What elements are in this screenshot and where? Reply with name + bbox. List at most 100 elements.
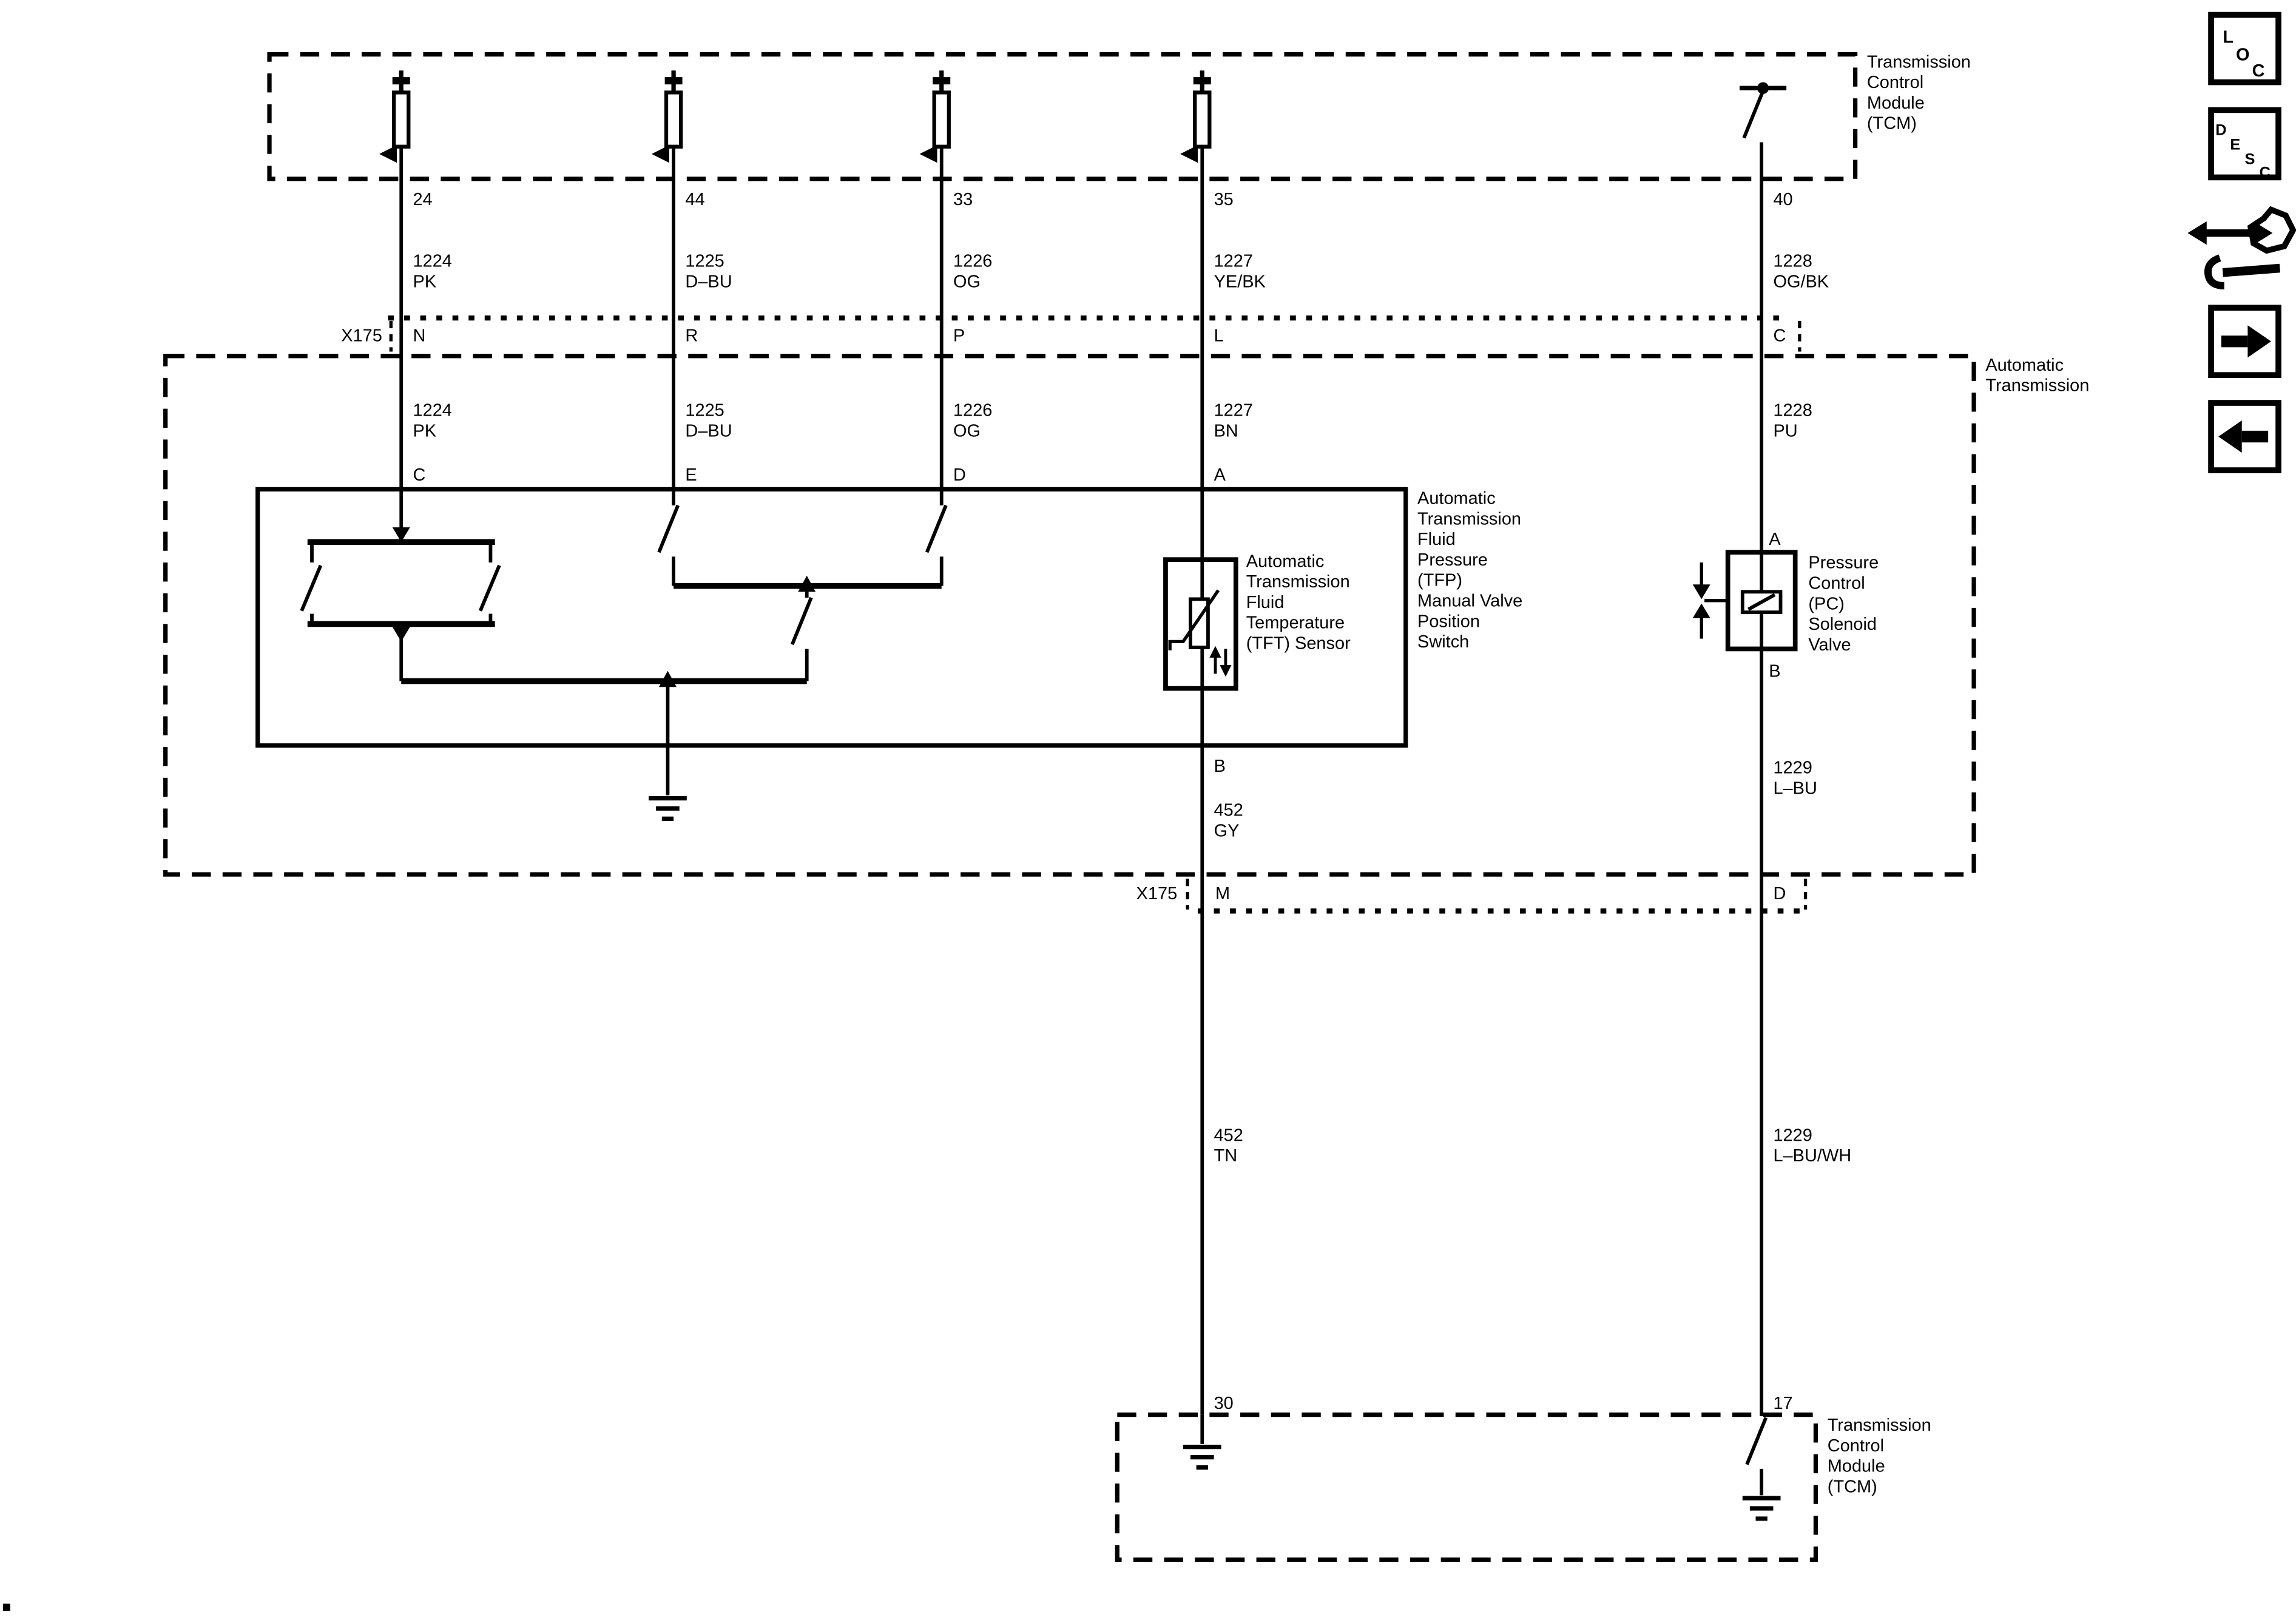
junction-arrow-icon	[798, 575, 816, 592]
page-mark	[2, 1603, 10, 1611]
up-arrow-icon	[1209, 646, 1221, 658]
tft-label-line: Temperature	[1246, 613, 1345, 633]
loc-letter: O	[2236, 45, 2250, 64]
terminal-label: P	[953, 326, 965, 346]
previous-page-button[interactable]	[2208, 400, 2281, 473]
terminal-label: B	[1769, 661, 1780, 681]
terminal-label: L	[1214, 326, 1224, 346]
wire-circuit: 1225	[685, 401, 724, 420]
pc-label-line: Control	[1808, 574, 1865, 593]
tcm-bottom-label-line: (TCM)	[1828, 1477, 1877, 1496]
pin-label: 33	[953, 190, 973, 209]
tcm-top-label-line: Control	[1867, 73, 1923, 92]
wire-color: L–BU	[1773, 778, 1817, 798]
tcm-bottom-label-line: Transmission	[1828, 1416, 1931, 1435]
wire-circuit: 1224	[413, 401, 452, 420]
tfp-switch-contacts	[300, 504, 948, 795]
right-arrow-icon	[2247, 325, 2271, 358]
tfp-label-line: Automatic	[1417, 489, 1496, 508]
terminal-label: M	[1215, 884, 1230, 903]
pc-label-line: Valve	[1808, 635, 1851, 655]
wire-circuit: 452	[1214, 1126, 1243, 1145]
wire-circuit: 1228	[1773, 252, 1812, 271]
desc-letter: E	[2230, 137, 2240, 154]
wire-color: D–BU	[685, 422, 732, 441]
pin-label: 24	[413, 190, 433, 209]
down-arrow-icon	[1220, 665, 1232, 677]
tft-sensor: Automatic Transmission Fluid Temperature…	[1163, 552, 1351, 691]
tcm-bottom-label-line: Control	[1828, 1436, 1884, 1456]
tcm-driver-symbol	[651, 70, 683, 163]
wire-circuit: 452	[1214, 801, 1243, 820]
tcm-bottom-box: Transmission Control Module (TCM)	[1115, 1412, 1931, 1562]
pin-label: 44	[685, 190, 704, 209]
loc-button[interactable]: L O C	[2208, 12, 2281, 86]
ground-symbol	[1742, 1496, 1781, 1521]
wire-color: PK	[413, 272, 437, 291]
terminal-label: R	[685, 326, 698, 346]
wire-color: OG/BK	[1773, 272, 1829, 291]
wire-circuit: 1227	[1214, 252, 1253, 271]
tfp-label-line: (TFP)	[1417, 571, 1462, 590]
wire-circuit: 1226	[953, 401, 992, 420]
junction-arrow-icon	[658, 670, 677, 687]
tcm-top-label-line: (TCM)	[1867, 114, 1917, 133]
terminal-label: C	[413, 465, 426, 485]
valve-arrow-icon	[1692, 584, 1710, 599]
junction-arrow-icon	[392, 527, 410, 542]
ground-symbol	[649, 795, 687, 822]
transmission-box: Automatic Transmission	[163, 354, 2089, 877]
connector-x175-lower: X175 M D	[1136, 879, 1808, 914]
pin-label: 40	[1773, 190, 1792, 209]
wire-circuit: 1227	[1214, 401, 1253, 420]
terminal-label: E	[685, 465, 697, 485]
tcm-driver-symbol	[379, 70, 411, 163]
desc-letter: S	[2245, 151, 2255, 168]
wire-circuit: 1229	[1773, 758, 1812, 778]
left-arrow-icon	[2218, 420, 2242, 453]
wire-color: TN	[1214, 1146, 1238, 1166]
wire-circuit: 1228	[1773, 401, 1812, 420]
desc-button[interactable]: D E S C	[2208, 107, 2281, 181]
tcm-internal-switch	[1739, 82, 1787, 139]
tcm-top-label-line: Module	[1867, 93, 1925, 113]
driver-arrow-icon	[379, 145, 397, 163]
wire-color: YE/BK	[1214, 272, 1266, 291]
terminal-label: A	[1769, 530, 1781, 549]
tfp-label-line: Position	[1417, 612, 1480, 631]
wire-color: GY	[1214, 821, 1240, 840]
pin-label: 30	[1214, 1394, 1234, 1413]
connector-name: X175	[1136, 884, 1178, 903]
wire-color: PU	[1773, 422, 1797, 441]
loc-letter: C	[2252, 61, 2265, 81]
driver-arrow-icon	[651, 145, 669, 163]
wire-color: OG	[953, 422, 981, 441]
connector-name: X175	[341, 326, 382, 346]
tft-label-line: Transmission	[1246, 572, 1350, 592]
tfp-label-line: Transmission	[1417, 509, 1521, 528]
valve-arrow-icon	[1692, 603, 1710, 618]
pc-solenoid-valve: A Pressure Control (PC) Solenoid Valve B	[1692, 530, 1879, 681]
pc-label-line: Pressure	[1808, 553, 1879, 573]
right-arrow-icon	[2221, 336, 2248, 348]
tft-label-line: Automatic	[1246, 552, 1325, 571]
tcm-driver-symbol	[919, 70, 951, 163]
tcm-top-label-line: Transmission	[1867, 52, 1971, 72]
tfp-label-line: Fluid	[1417, 530, 1456, 549]
tcm-bottom-label-line: Module	[1828, 1457, 1885, 1476]
next-page-button[interactable]	[2208, 305, 2281, 378]
pin-label: 35	[1214, 190, 1234, 209]
terminal-label: D	[1773, 884, 1786, 903]
tfp-switch-box: Automatic Transmission Fluid Pressure (T…	[255, 487, 1522, 748]
wire-color: PK	[413, 422, 437, 441]
driver-arrow-icon	[919, 145, 937, 163]
wire-color: L–BU/WH	[1773, 1146, 1851, 1166]
pc-label-line: (PC)	[1808, 594, 1844, 613]
wrench-hand-icon[interactable]	[2187, 206, 2296, 289]
left-arrow-icon	[2241, 430, 2269, 443]
tcm-driver-symbol	[1180, 70, 1212, 163]
tfp-label-line: Manual Valve	[1417, 591, 1522, 610]
connector-x175-upper: X175 N R P L C	[341, 315, 1801, 352]
